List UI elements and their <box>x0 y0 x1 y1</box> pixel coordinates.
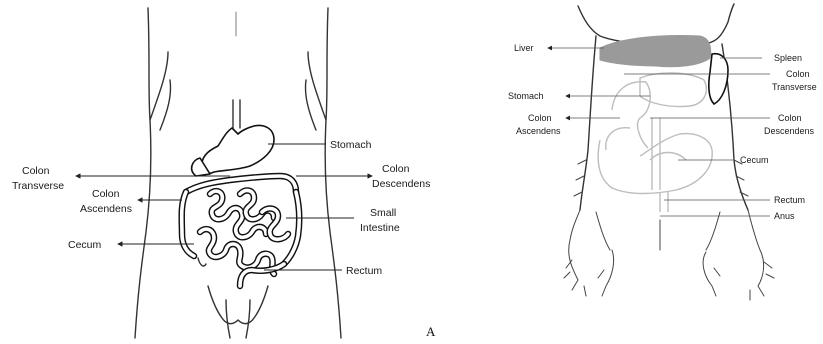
intestine-outline <box>606 128 686 160</box>
stomach-organ <box>202 126 274 174</box>
label-colon-transverse-1: Colon <box>22 165 50 177</box>
label-cecum-mouse: Cecum <box>740 155 769 165</box>
label-small-intestine-2: Intestine <box>360 222 400 234</box>
label-colon-transverse-2: Transverse <box>12 180 64 192</box>
label-colon-descendens-mouse-1: Colon <box>778 113 802 123</box>
mouse-panel: Liver Spleen Colon Transverse Stomach Co… <box>508 4 817 300</box>
label-stomach-mouse: Stomach <box>508 91 544 101</box>
spleen-organ <box>709 54 728 104</box>
label-spleen: Spleen <box>774 53 802 63</box>
panel-letter: A <box>426 324 436 339</box>
label-liver: Liver <box>514 43 534 53</box>
label-colon-ascendens-2: Ascendens <box>80 203 132 215</box>
esophagus <box>233 100 240 128</box>
rectum-organ-mouse <box>660 192 668 212</box>
cecum-organ-mouse <box>598 134 712 194</box>
label-rectum: Rectum <box>346 265 382 277</box>
label-colon-transverse-mouse-1: Colon <box>786 69 810 79</box>
label-colon-descendens-2: Descendens <box>372 178 430 190</box>
label-colon-descendens-1: Colon <box>382 163 410 175</box>
label-small-intestine-1: Small <box>370 207 396 219</box>
label-colon-descendens-mouse-2: Descendens <box>764 126 815 136</box>
label-colon-ascendens-mouse-1: Colon <box>528 113 552 123</box>
label-cecum: Cecum <box>68 239 102 251</box>
label-rectum-mouse: Rectum <box>774 195 805 205</box>
colon-loop <box>612 82 650 148</box>
label-stomach: Stomach <box>330 139 372 151</box>
label-colon-ascendens-mouse-2: Ascendens <box>516 126 561 136</box>
appendix <box>198 258 206 266</box>
label-anus: Anus <box>774 211 795 221</box>
label-colon-ascendens-1: Colon <box>92 188 120 200</box>
small-intestine <box>200 191 288 274</box>
human-panel: Stomach Colon Transverse Colon Descenden… <box>12 8 430 338</box>
label-colon-transverse-mouse-2: Transverse <box>772 82 817 92</box>
